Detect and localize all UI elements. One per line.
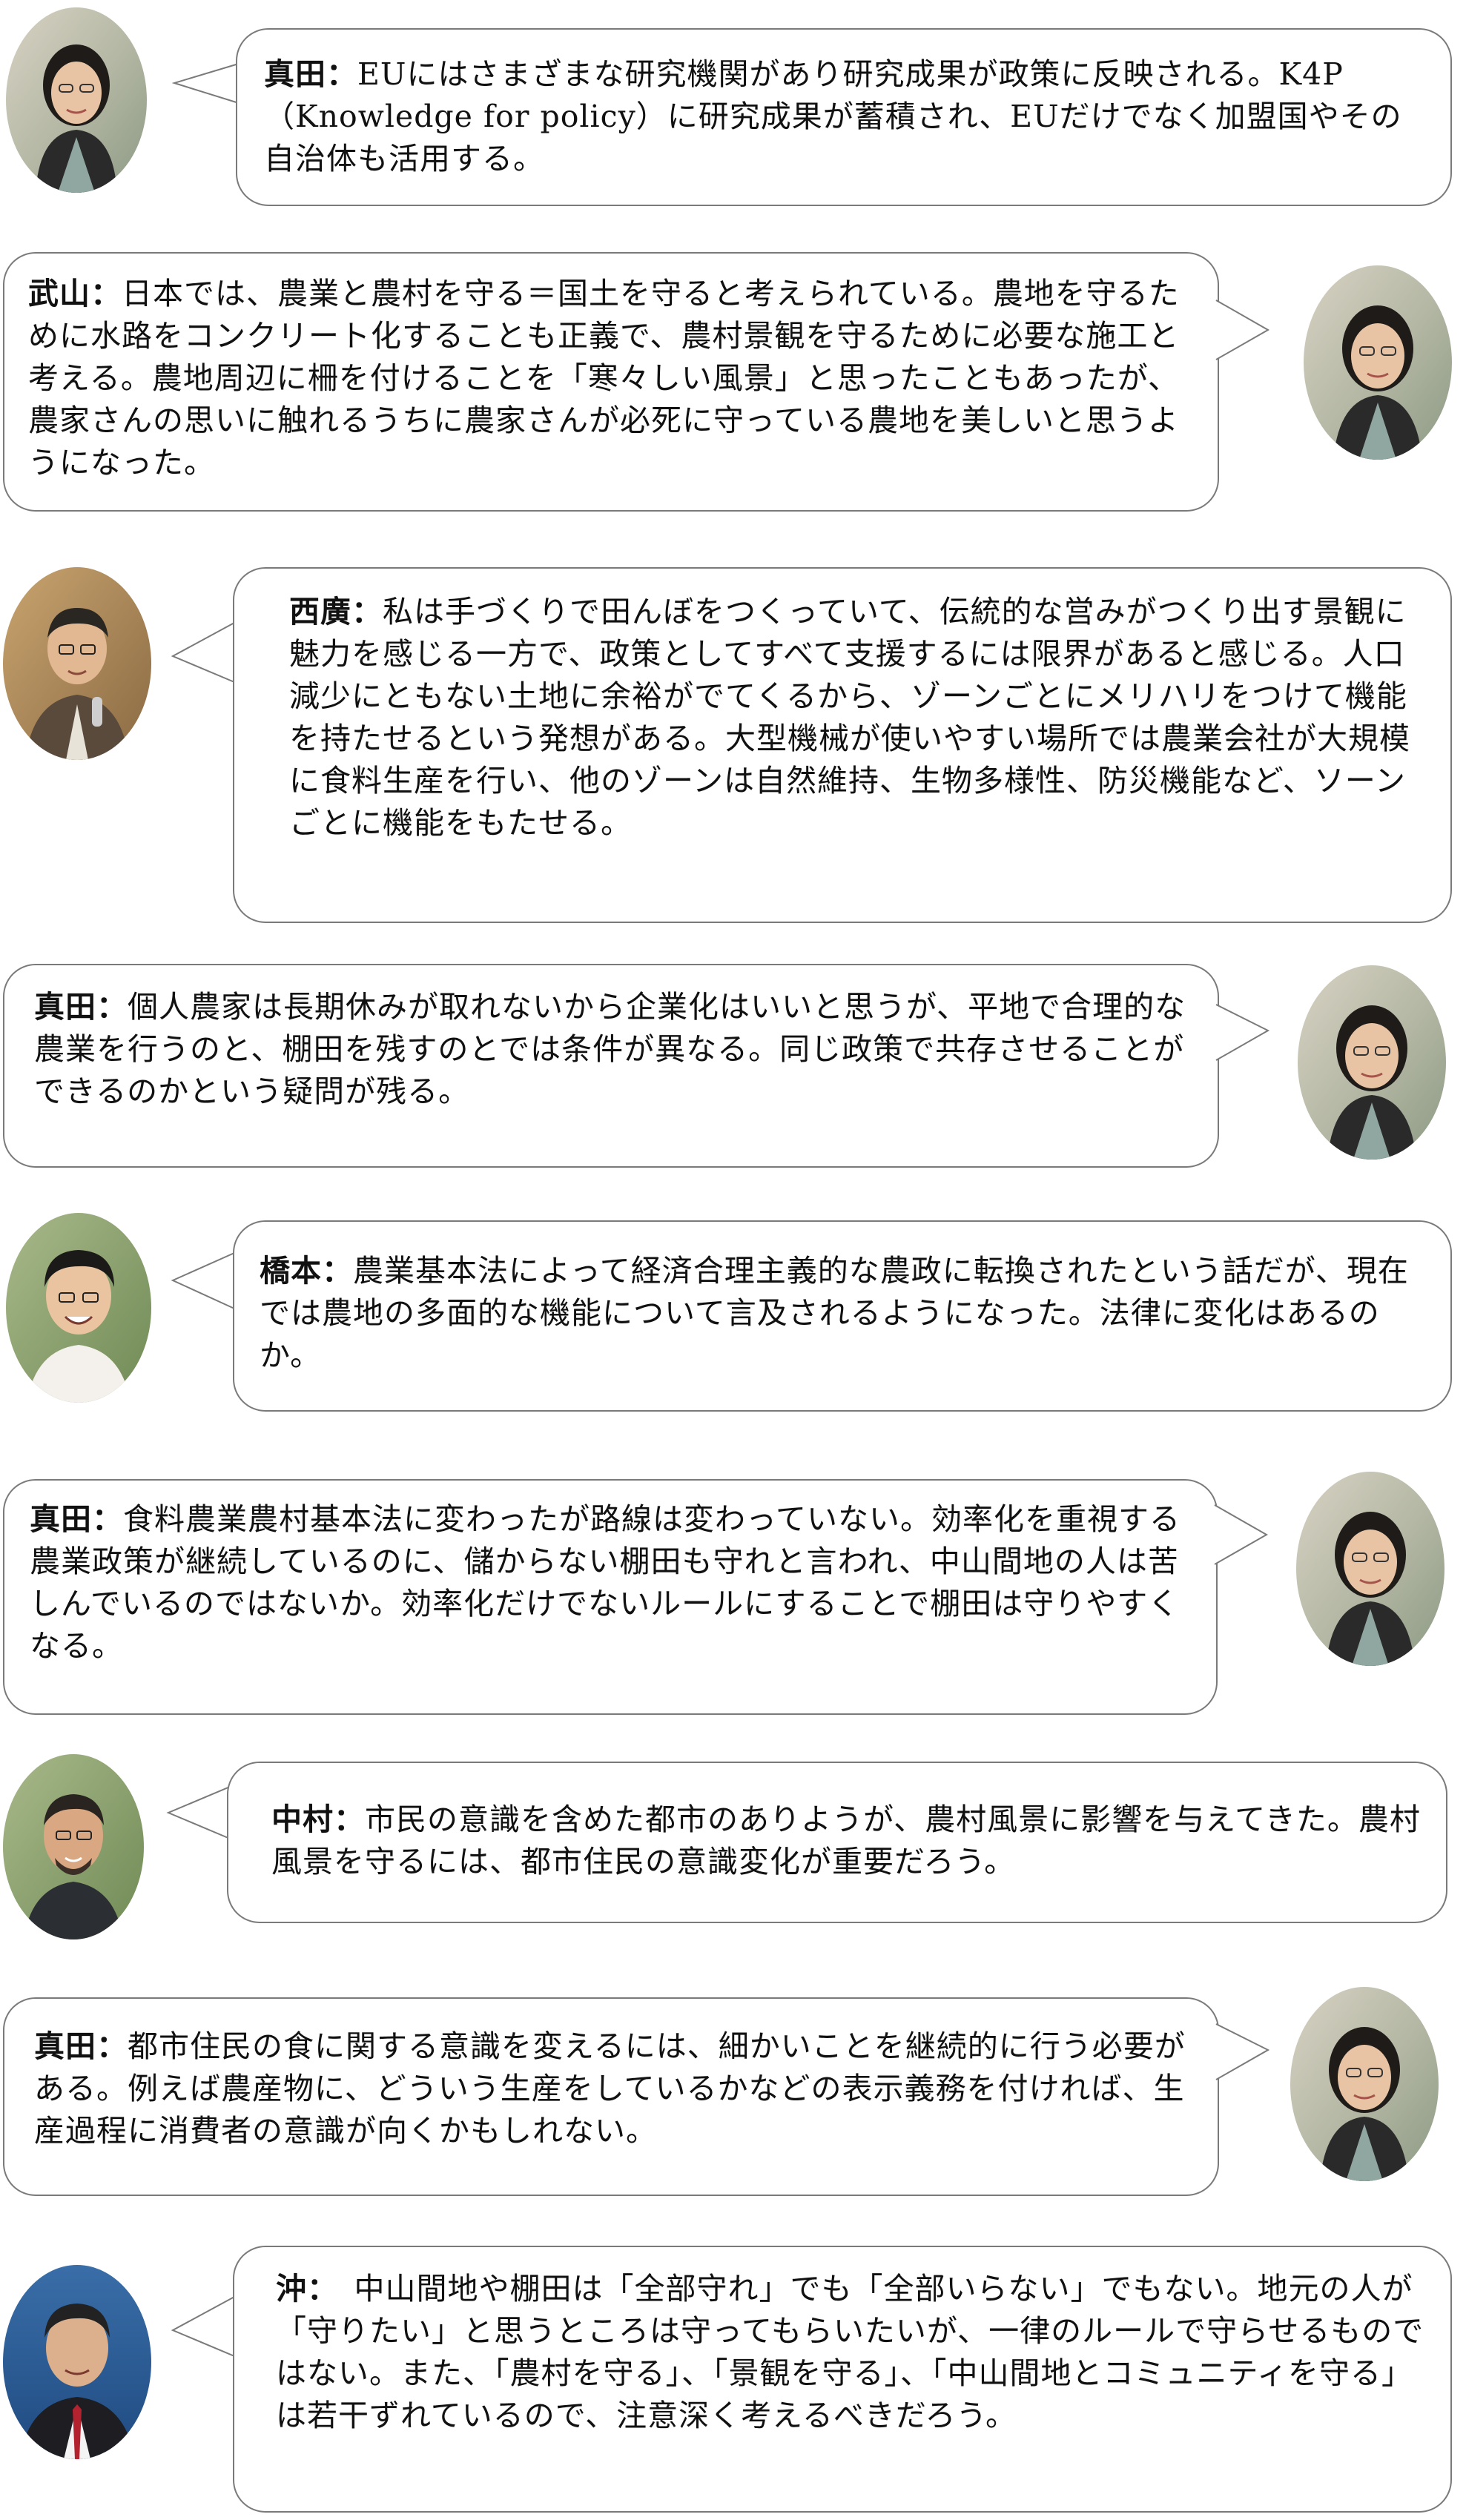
woman-portrait-icon [6,7,147,193]
utterance: 個人農家は長期休みが取れないから企業化はいいと思うが、平地で合理的な農業を行うの… [34,989,1186,1109]
avatar-sanada [1296,1472,1444,1666]
avatar-sanada [6,7,147,193]
utterance: 食料農業農村基本法に変わったが路線は変わっていない。効率化を重視する農業政策が継… [30,1501,1181,1664]
speaker-name: 沖： [276,2271,323,2306]
bubble-tail [166,1786,231,1839]
speech-bubble [233,2246,1452,2513]
woman-portrait-icon [1290,1987,1439,2181]
utterance: 都市住民の食に関する意識を変えるには、細かいことを継続的に行う必要がある。例えば… [34,2028,1186,2149]
speaker-name: 武山： [28,276,122,311]
woman-portrait-icon [1296,1472,1444,1666]
avatar-sanada [1290,1987,1439,2181]
dialogue-row-5: 橋本：農業基本法によって経済合理主義的な農政に転換されたという話だが、現在では農… [0,1208,1466,1416]
dialogue-row-8: 真田：都市住民の食に関する意識を変えるには、細かいことを継続的に行う必要がある。… [0,1987,1466,2209]
bubble-tail [1215,2023,1270,2080]
bubble-tail [1215,1004,1270,1061]
speech-bubble [3,1479,1218,1715]
avatar-nakamura [3,1754,144,1939]
dialogue-text: 武山：日本では、農業と農村を守る＝国土を守ると考えられている。農地を守るために水… [28,273,1200,484]
avatar-takeyama [1304,265,1452,460]
man-portrait-icon [3,2265,151,2459]
dialogue-text: 沖： 中山間地や棚田は「全部守れ」でも「全部いらない」でもない。地元の人が「守り… [276,2268,1429,2437]
utterance: 農業基本法によって経済合理主義的な農政に転換されたという話だが、現在では農地の多… [260,1253,1409,1373]
dialogue-text: 真田：食料農業農村基本法に変わったが路線は変わっていない。効率化を重視する農業政… [30,1498,1205,1667]
speaker-name: 西廣： [289,594,383,629]
dialogue-text: 橋本：農業基本法によって経済合理主義的な農政に転換されたという話だが、現在では農… [260,1250,1435,1377]
speaker-name: 真田： [30,1501,123,1537]
dialogue-row-1: 真田：EUにはさまざまな研究機関があり研究成果が政策に反映される。K4P（Kno… [0,0,1466,215]
utterance: 中山間地や棚田は「全部守れ」でも「全部いらない」でもない。地元の人が「守りたい」… [276,2271,1424,2433]
utterance: 日本では、農業と農村を守る＝国土を守ると考えられている。農地を守るために水路をコ… [28,276,1180,480]
avatar-oki [3,2265,151,2459]
avatar-sanada [1298,965,1446,1160]
dialogue-text: 西廣：私は手づくりで田んぼをつくっていて、伝統的な営みがつくり出す景観に魅力を感… [289,591,1435,844]
speaker-name: 橋本： [260,1253,353,1289]
speech-bubble [3,252,1219,512]
dialogue-row-3: 西廣：私は手づくりで田んぼをつくっていて、伝統的な営みがつくり出す景観に魅力を感… [0,560,1466,930]
speaker-name: 真田： [264,56,357,92]
avatar-hashimoto [6,1213,151,1403]
man-portrait-icon [3,567,151,760]
utterance: 私は手づくりで田んぼをつくっていて、伝統的な営みがつくり出す景観に魅力を感じる一… [289,594,1410,841]
dialogue-row-4: 真田：個人農家は長期休みが取れないから企業化はいいと思うが、平地で合理的な農業を… [0,956,1466,1179]
utterance: 市民の意識を含めた都市のありようが、農村風景に影響を与えてきた。農村風景を守るに… [271,1802,1421,1879]
speaker-name: 真田： [34,2028,128,2064]
bubble-tail [171,62,242,105]
speech-bubble [233,1220,1452,1412]
speech-bubble [3,1997,1219,2196]
man-portrait-icon [3,1754,144,1939]
bubble-tail [1214,1504,1269,1565]
dialogue-row-2: 武山：日本では、農業と農村を守る＝国土を守ると考えられている。農地を守るために水… [0,245,1466,519]
dialogue-text: 真田：個人農家は長期休みが取れないから企業化はいいと思うが、平地で合理的な農業を… [34,986,1202,1113]
dialogue-row-9: 沖： 中山間地や棚田は「全部守れ」でも「全部いらない」でもない。地元の人が「守り… [0,2243,1466,2517]
speech-bubble [236,28,1452,206]
bubble-tail [171,622,235,683]
speech-bubble [227,1762,1447,1923]
bubble-tail [1215,300,1270,360]
woman-portrait-icon [1304,265,1452,460]
dialogue-text: 真田：EUにはさまざまな研究機関があり研究成果が政策に反映される。K4P（Kno… [264,53,1428,180]
speech-bubble [3,964,1219,1168]
dialogue-row-6: 真田：食料農業農村基本法に変わったが路線は変わっていない。効率化を重視する農業政… [0,1472,1466,1716]
speaker-name: 真田： [34,989,128,1025]
avatar-nishihiro [3,567,151,760]
dialogue-text: 中村：市民の意識を含めた都市のありようが、農村風景に影響を与えてきた。農村風景を… [271,1799,1428,1883]
bubble-tail [171,2296,235,2357]
woman-portrait-icon [1298,965,1446,1160]
man-portrait-icon [6,1213,151,1403]
dialogue-text: 真田：都市住民の食に関する意識を変えるには、細かいことを継続的に行う必要がある。… [34,2025,1202,2152]
utterance: EUにはさまざまな研究機関があり研究成果が政策に反映される。K4P（Knowle… [264,56,1402,176]
bubble-tail [171,1252,235,1309]
speech-bubble [233,567,1452,923]
dialogue-row-7: 中村：市民の意識を含めた都市のありようが、農村風景に影響を与えてきた。農村風景を… [0,1750,1466,1950]
speaker-name: 中村： [271,1802,365,1837]
